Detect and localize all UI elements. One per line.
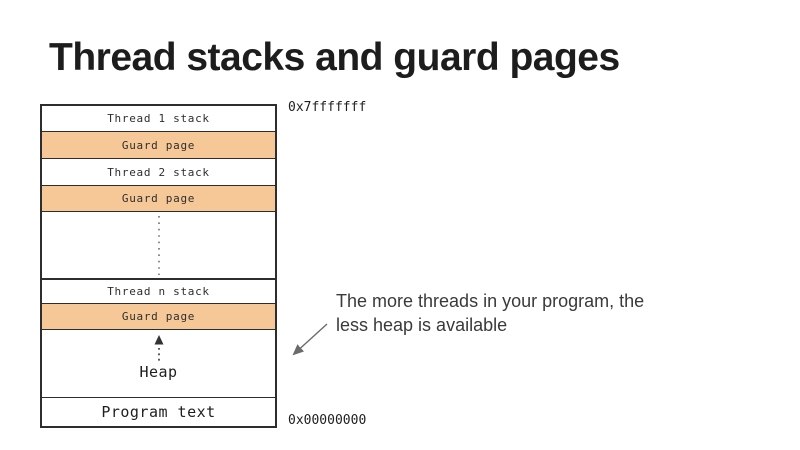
memory-layout-diagram: Thread 1 stack Guard page Thread 2 stack… [40,104,277,428]
section-program-text: Program text [42,398,275,426]
section-thread2-stack: Thread 2 stack [42,159,275,186]
annotation-line-2: less heap is available [336,315,508,335]
section-guard-page-3: Guard page [42,304,275,330]
section-label: Guard page [121,310,196,323]
section-guard-page-2: Guard page [42,186,275,212]
section-label: Guard page [121,138,196,152]
section-heap: Heap [42,330,275,398]
section-label: Heap [139,363,178,381]
section-guard-page-1: Guard page [42,132,275,159]
page-title: Thread stacks and guard pages [49,36,620,79]
section-label: Program text [101,403,216,421]
section-label: Thread 1 stack [107,112,210,125]
section-thread-n-stack: Thread n stack [42,280,275,304]
section-label: Thread n stack [107,285,210,298]
annotation-text: The more threads in your program, the le… [336,289,644,337]
heap-up-arrow-icon [154,335,163,361]
section-label: Guard page [121,192,196,205]
section-ellipsis-gap [42,212,275,280]
annotation-line-1: The more threads in your program, the [336,291,645,311]
section-thread1-stack: Thread 1 stack [42,106,275,132]
address-bottom: 0x00000000 [288,413,367,428]
section-label: Thread 2 stack [107,165,210,179]
address-top: 0x7fffffff [288,100,367,115]
annotation-arrow-icon [292,323,328,356]
ellipsis-dots-icon [157,216,160,275]
